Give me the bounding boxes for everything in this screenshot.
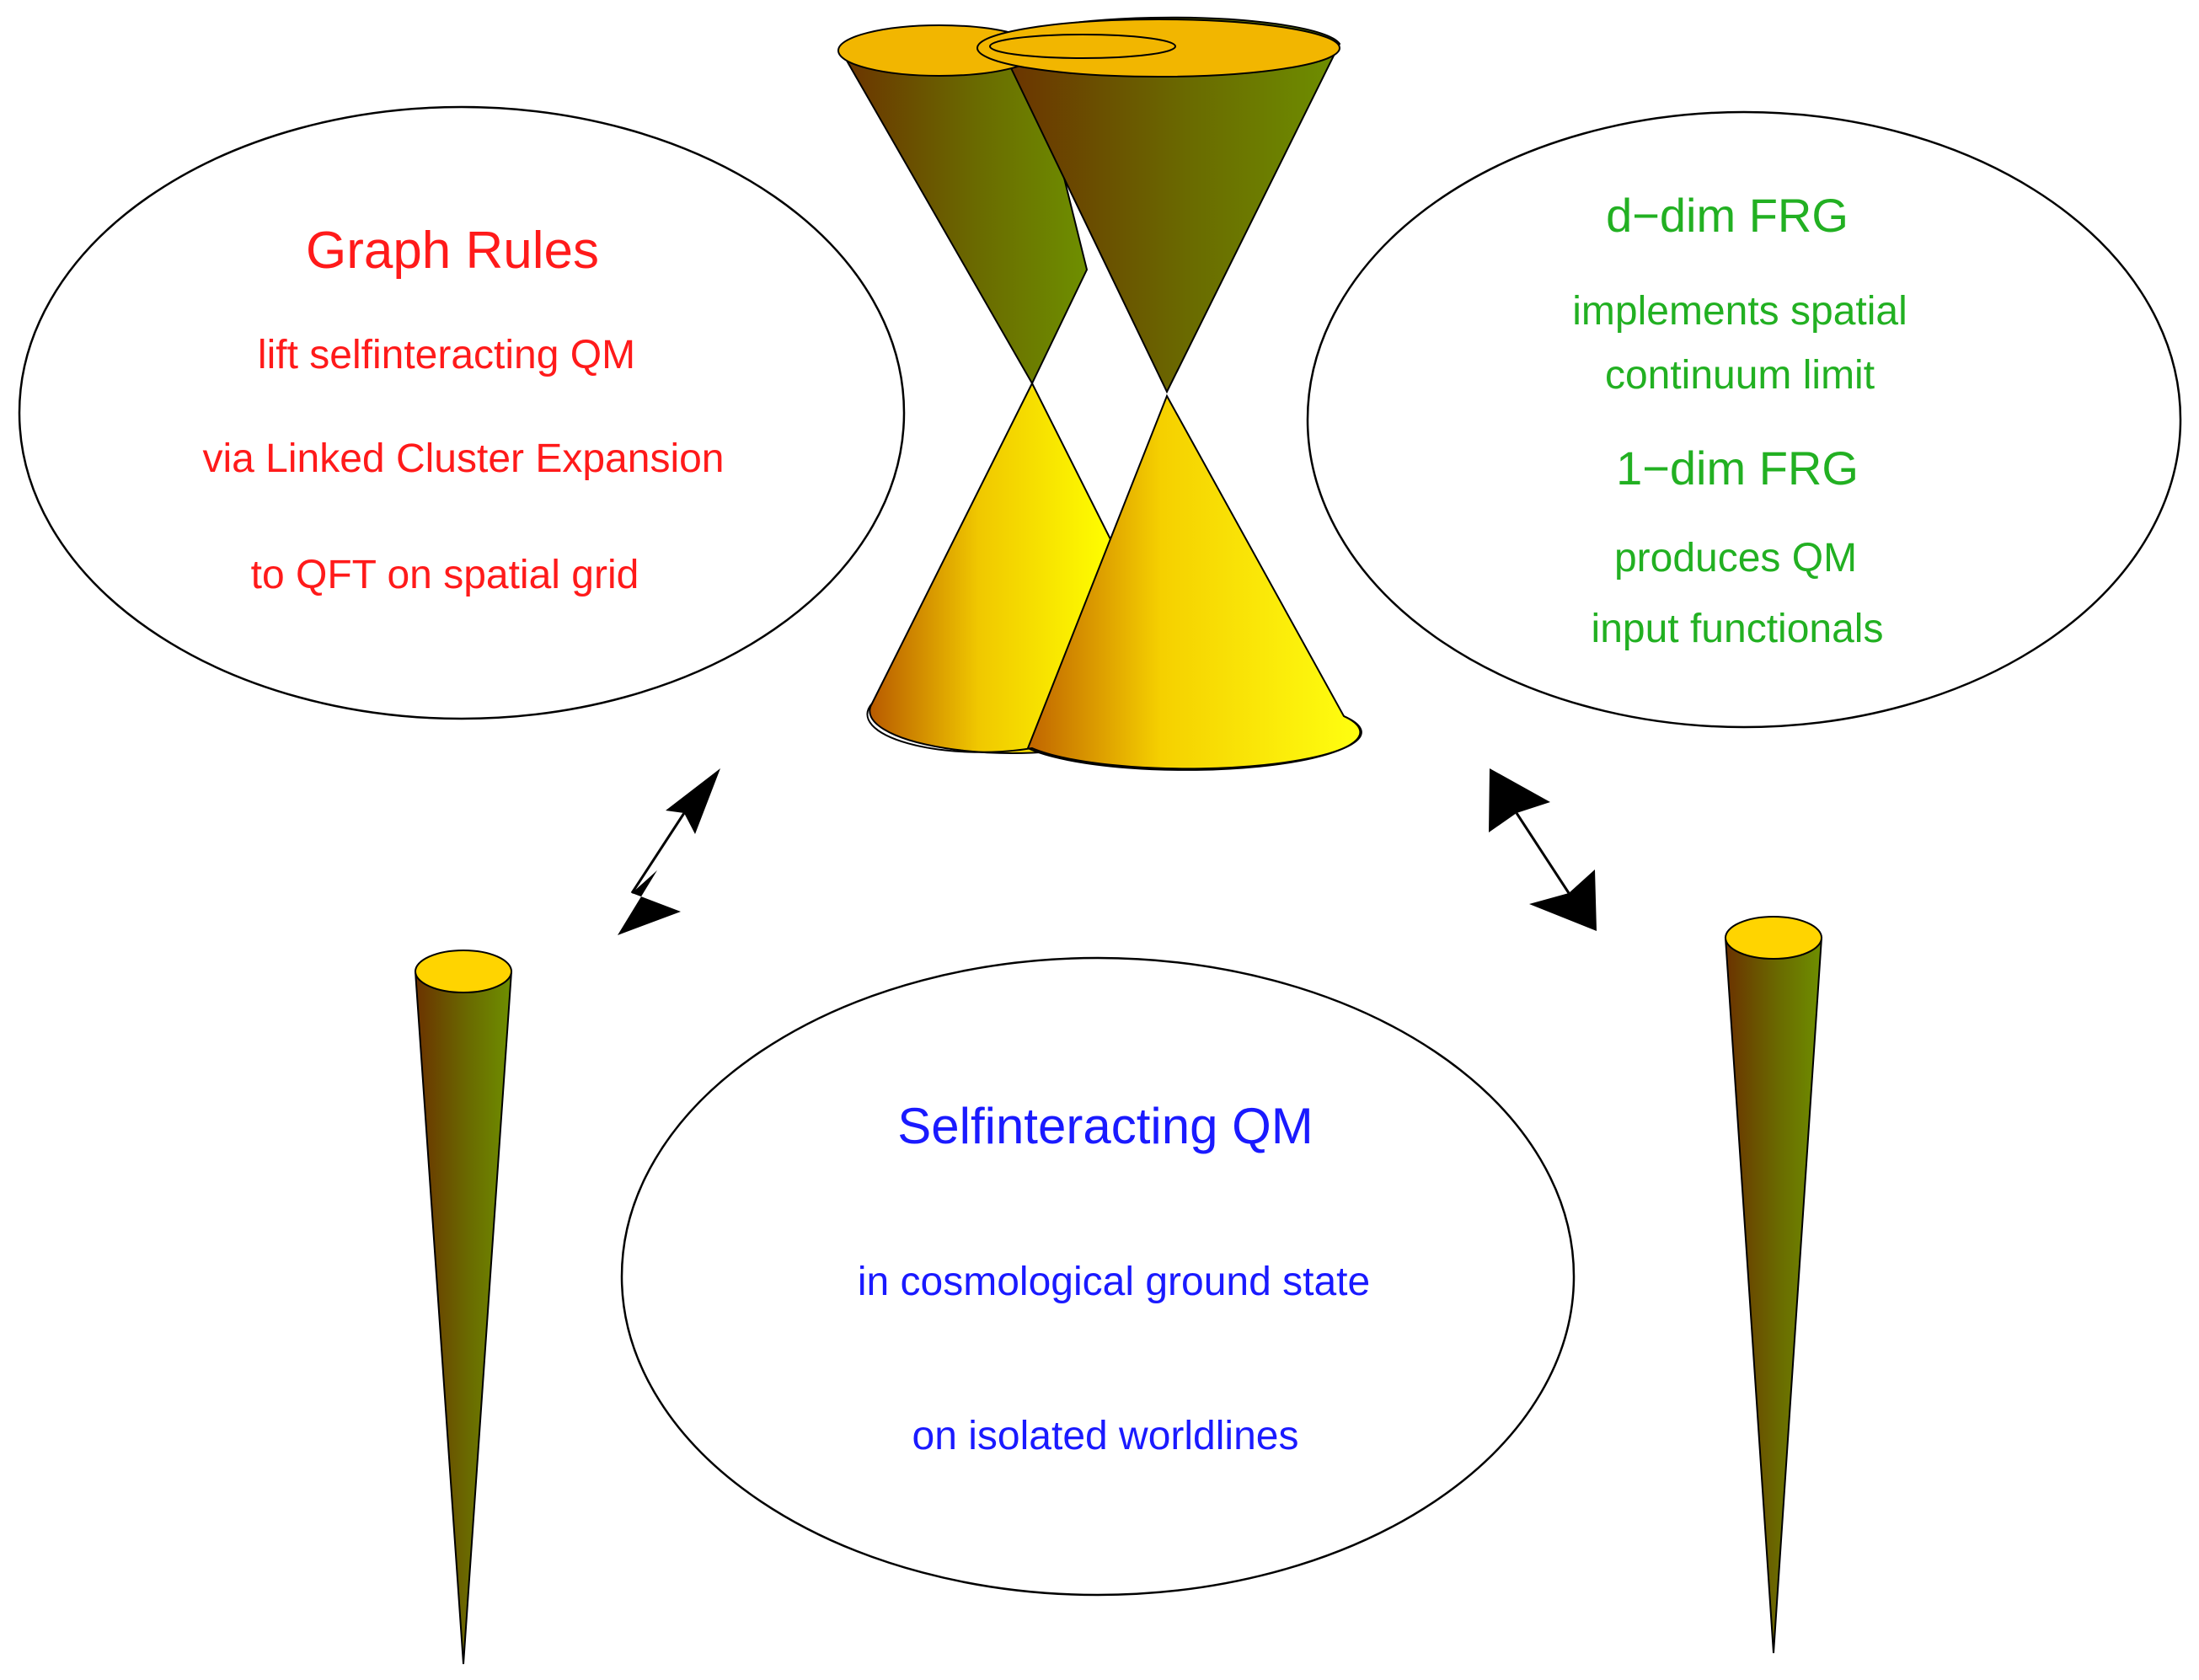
frg-bubble: d−dim FRG implements spatial continuum l… — [1306, 110, 2182, 729]
left-worldline-cone — [414, 950, 513, 1665]
right-worldline-cone — [1724, 916, 1823, 1654]
cone-base-edge — [866, 703, 1362, 770]
left-arrow-head-top — [666, 768, 720, 834]
selfinteracting-qm-line-2: on isolated worldlines — [912, 1414, 1299, 1458]
cone-rim-overlap — [989, 34, 1176, 59]
left-worldline-rim — [415, 950, 512, 993]
graph-rules-line-1: lift selfinteracting QM — [258, 333, 635, 377]
right-arrow-head-bottom — [1529, 869, 1597, 931]
d-dim-frg-line-2: continuum limit — [1605, 353, 1875, 398]
one-dim-frg-line-2: input functionals — [1592, 607, 1884, 651]
graph-rules-title: Graph Rules — [306, 222, 599, 280]
right-lower-cone — [1026, 393, 1362, 771]
d-dim-frg-line-1: implements spatial — [1572, 289, 1907, 334]
graph-rules-ellipse — [18, 105, 906, 720]
left-double-arrow — [618, 768, 720, 935]
double-light-cone — [837, 16, 1362, 771]
one-dim-frg-line-1: produces QM — [1614, 536, 1857, 581]
left-arrow-head-bottom — [618, 870, 681, 935]
d-dim-frg-title: d−dim FRG — [1606, 189, 1849, 242]
selfinteracting-qm-line-1: in cosmological ground state — [858, 1260, 1370, 1304]
right-worldline-rim — [1725, 916, 1822, 960]
graph-rules-line-3: to QFT on spatial grid — [251, 553, 639, 597]
right-cone-rim — [976, 19, 1340, 78]
right-double-arrow — [1489, 768, 1597, 931]
graph-rules-line-2: via Linked Cluster Expansion — [202, 436, 724, 481]
graph-rules-bubble: Graph Rules lift selfinteracting QM via … — [18, 105, 906, 720]
one-dim-frg-title: 1−dim FRG — [1616, 441, 1859, 495]
frg-ellipse — [1306, 110, 2182, 729]
right-arrow-head-top — [1489, 768, 1550, 832]
selfinteracting-qm-bubble: Selfinteracting QM in cosmological groun… — [620, 956, 1576, 1597]
selfinteracting-qm-title: Selfinteracting QM — [897, 1098, 1314, 1154]
selfinteracting-qm-ellipse — [620, 956, 1576, 1597]
